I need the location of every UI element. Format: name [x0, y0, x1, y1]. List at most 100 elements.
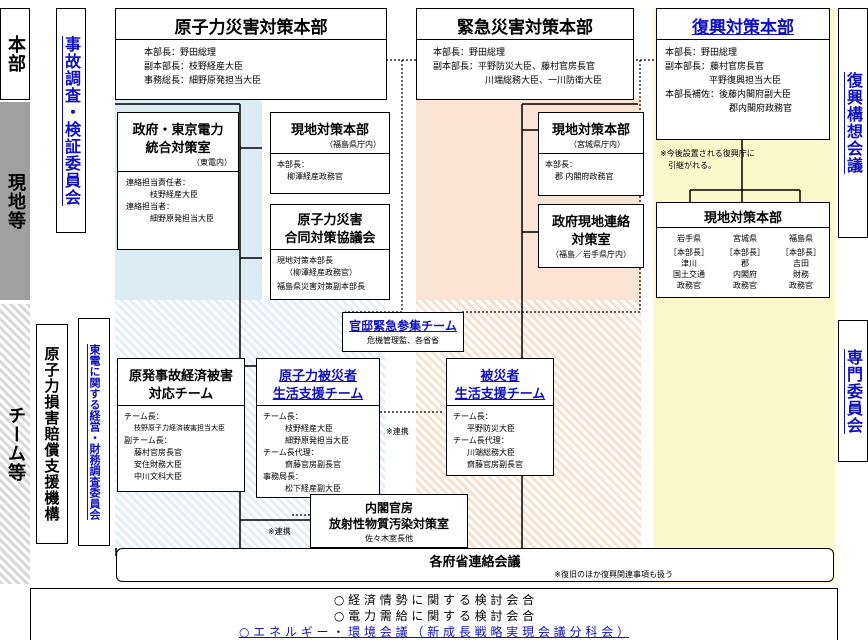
jiko-committee-box: 事故調査・検証委員会: [56, 8, 86, 233]
nuclear-hq-line-2: 副本部長：枝野経産大臣: [144, 62, 244, 72]
ministries-title: 各府省連絡会議: [429, 555, 521, 570]
joint-council-title-1: 原子力災害: [297, 213, 363, 228]
bottom-meeting-3-link[interactable]: ○ エ ネ ル ギ ー ・ 環 境 会 議 （ 新 成 長 戦 略 実 現 会 …: [238, 625, 630, 639]
victim-line-5: 齋藤官房副長官: [467, 460, 523, 469]
genchi3-fukushima-post: 政務官: [789, 281, 813, 290]
nuc-victim-title-1[interactable]: 原子力被災者: [278, 369, 357, 384]
econ-team-box: 原発事故経済被害 対応チーム チーム長： 枝野原子力経済被害担当大臣 副チーム長…: [117, 358, 245, 492]
victim-title-1[interactable]: 被災者: [480, 369, 520, 384]
nuc-victim-line-5: 齋藤官房副長官: [285, 460, 341, 469]
nuc-victim-box: 原子力被災者 生活支援チーム チーム長： 枝野経産大臣 細野原発担当大臣 チーム…: [256, 358, 380, 498]
nuc-victim-line-6: 事務局長：: [263, 472, 303, 481]
victim-title-2[interactable]: 生活支援チーム: [454, 387, 546, 402]
nuc-victim-title-2[interactable]: 生活支援チーム: [272, 387, 364, 402]
emergency-hq-line-2: 副本部長：平野防災大臣、藤村官房長官: [433, 62, 596, 72]
renkei-note-1: ※連携: [386, 427, 409, 436]
genchi3-title: 現地対策本部: [703, 211, 782, 226]
victim-line-2: 平野防災大臣: [467, 424, 515, 433]
joint-council-line-1: 現地対策本部長: [277, 256, 333, 265]
genchi3-miyagi-post: 政務官: [733, 281, 757, 290]
econ-team-line-5: 安住財務大臣: [134, 460, 182, 469]
genchi3-fukushima-name: 吉田: [793, 259, 809, 268]
fukko-note-1: ※今後設置される復興庁に: [660, 149, 755, 158]
emergency-hq-title: 緊急災害対策本部: [457, 18, 593, 38]
fukko-note-2: 引継がれる。: [668, 161, 716, 170]
tepco-joint-line-3: 連絡担当者：: [126, 202, 174, 211]
tepco-fin-box: 東電に関する経営・財務調査委員会: [78, 318, 110, 546]
genchi2-title: 現地対策本部: [551, 123, 630, 138]
nuc-victim-line-4: チーム長代理：: [263, 448, 319, 457]
genchi1-loc: （福島県庁内）: [325, 140, 381, 149]
genchi-hq-recovery: 現地対策本部 岩手県 ［本部長］ 津川 国土交通 政務官 宮城県 ［本部長］ 郡…: [656, 202, 830, 298]
gov-liaison-loc: （福島／岩手県庁内）: [551, 250, 631, 259]
nuc-victim-line-7: 松下経産副大臣: [285, 484, 341, 493]
econ-team-line-6: 中川文科大臣: [134, 472, 182, 481]
recovery-hq-line-4: 本部長補佐：後藤内閣府副大臣: [665, 90, 792, 100]
recovery-hq-line-3: 平野復興担当大臣: [709, 76, 782, 86]
econ-team-line-2: 枝野原子力経済被害担当大臣: [134, 424, 225, 432]
victim-line-1: チーム長：: [453, 412, 493, 421]
recovery-hq-title[interactable]: 復興対策本部: [692, 18, 794, 38]
genchi3-miyagi-name: 郡: [741, 259, 749, 268]
econ-team-line-4: 藤村官房長官: [134, 448, 182, 457]
genchi3-iwate-role: ［本部長］: [669, 248, 709, 257]
side-label-team: チーム等: [0, 304, 30, 584]
ministries-box: 各府省連絡会議 ※復旧のほか復興関連事項も扱う: [116, 548, 834, 582]
genchi2-loc: （宮城県庁内）: [569, 140, 625, 149]
genchi3-miyagi-role: ［本部長］: [725, 248, 765, 257]
recovery-hq-box: 復興対策本部 本部長：野田総理 副本部長：藤村官房長官 平野復興担当大臣 本部長…: [656, 8, 830, 140]
emergency-hq-line-1: 本部長：野田総理: [433, 48, 506, 58]
genchi-hq-miyagi: 現地対策本部 （宮城県庁内） 本部長： 郡 内閣府政務官: [538, 112, 644, 196]
recovery-hq-line-2: 副本部長：藤村官房長官: [665, 62, 765, 72]
genchi3-iwate-pref: 岩手県: [677, 234, 701, 243]
radiation-title-1: 内閣官房: [364, 501, 413, 515]
genchi3-iwate-org: 国土交通: [673, 270, 705, 279]
joint-council-line-3: 福島県災害対策副本部長: [277, 282, 365, 291]
genchi2-line-2: 郡 内閣府政務官: [555, 172, 614, 181]
radiation-sub: 佐々木室長他: [365, 534, 413, 543]
genchi1-title: 現地対策本部: [290, 123, 369, 138]
jiko-committee-link[interactable]: 事故調査・検証委員会: [62, 35, 81, 206]
nuc-victim-line-2: 枝野経産大臣: [285, 424, 333, 433]
genchi3-fukushima-org: 財務: [793, 270, 809, 279]
genchi3-iwate-post: 政務官: [677, 281, 701, 290]
nuclear-hq-line-1: 本部長：野田総理: [144, 48, 217, 58]
nuc-victim-line-1: チーム長：: [263, 412, 303, 421]
econ-team-title-2: 対応チーム: [148, 387, 214, 402]
tepco-joint-title-2: 統合対策室: [145, 141, 211, 156]
genchi1-line-2: 柳澤経産政務官: [287, 172, 343, 181]
econ-team-title-1: 原発事故経済被害: [128, 369, 233, 384]
side-label-honbu: 本部: [0, 8, 30, 100]
emergency-hq-box: 緊急災害対策本部 本部長：野田総理 副本部長：平野防災大臣、藤村官房長官 川端総…: [416, 8, 634, 100]
bottom-meetings-box: ○ 経 済 情 勢 に 関 す る 検 討 会 合 ○ 電 力 需 給 に 関 …: [30, 588, 838, 640]
tepco-joint-title-1: 政府・東京電力: [132, 123, 224, 138]
nuc-victim-line-3: 細野原発担当大臣: [285, 436, 349, 445]
bottom-meeting-2: ○ 電 力 需 給 に 関 す る 検 討 会 合: [333, 609, 535, 623]
genchi-hq-fukushima: 現地対策本部 （福島県庁内） 本部長： 柳澤経産政務官: [270, 112, 390, 194]
fukko-kosou-link[interactable]: 復興構想会議: [844, 72, 863, 174]
kantei-title-link[interactable]: 官邸緊急参集チーム: [349, 319, 457, 333]
victim-line-4: 川端総務大臣: [467, 448, 515, 457]
renkei-note-2: ※連携: [268, 527, 291, 536]
tepco-fin-link[interactable]: 東電に関する経営・財務調査委員会: [88, 344, 101, 520]
fukko-kosou-box: 復興構想会議: [838, 8, 868, 238]
radiation-office-box: 内閣官房 放射性物質汚染対策室 佐々木室長他: [310, 494, 468, 548]
tepco-joint-loc: （東電内）: [192, 158, 232, 167]
nuclear-hq-box: 原子力災害対策本部 本部長：野田総理 副本部長：枝野経産大臣 事務総長：細野原発…: [115, 8, 387, 100]
genchi3-fukushima-pref: 福島県: [789, 234, 813, 243]
gov-liaison-title-2: 対策室: [571, 233, 611, 248]
genchi2-line-1: 本部長：: [545, 160, 577, 169]
tepco-joint-line-4: 細野原発担当大臣: [150, 214, 214, 223]
baisho-box: 原子力損害賠償支援機構: [36, 324, 68, 544]
genchi3-miyagi-org: 内閣府: [733, 270, 757, 279]
ministries-sub: ※復旧のほか復興関連事項も扱う: [554, 570, 673, 579]
econ-team-line-3: 副チーム長：: [124, 436, 172, 445]
baisho-label: 原子力損害賠償支援機構: [42, 346, 61, 522]
joint-council-title-2: 合同対策協議会: [284, 231, 376, 246]
joint-council-box: 原子力災害 合同対策協議会 現地対策本部長 （柳澤経産政務官） 福島県災害対策副…: [270, 204, 390, 300]
genchi3-iwate-name: 津川: [681, 259, 697, 268]
emergency-hq-line-3: 川端総務大臣、一川防衛大臣: [485, 76, 603, 86]
radiation-title-2: 放射性物質汚染対策室: [328, 517, 449, 531]
nuclear-hq-title: 原子力災害対策本部: [174, 18, 328, 38]
senmon-link[interactable]: 専門委員会: [844, 348, 863, 434]
